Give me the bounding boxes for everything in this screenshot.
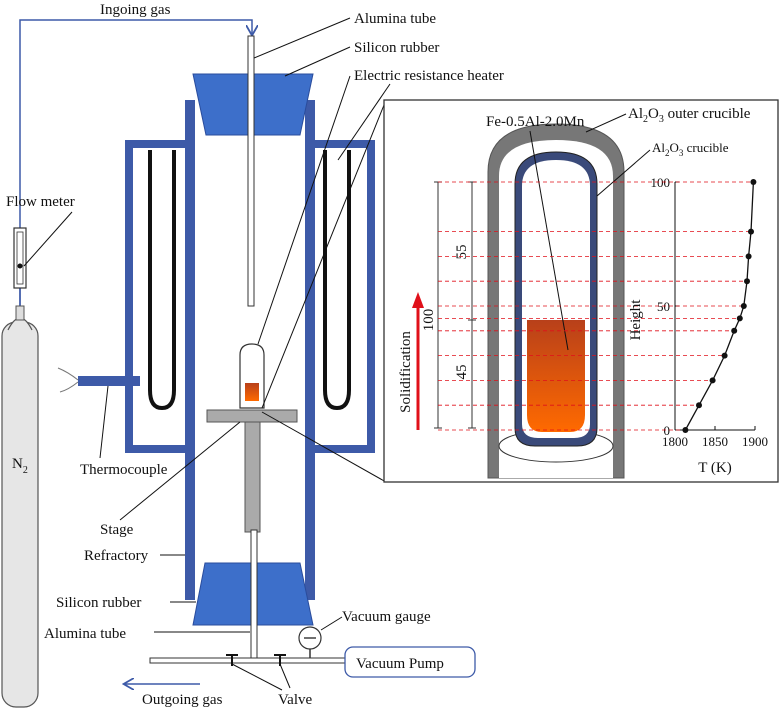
sample-label: Fe-0.5Al-2.0Mn	[486, 114, 585, 130]
refractory-label: Refractory	[84, 548, 149, 564]
silicon-rubber-bottom-label: Silicon rubber	[56, 595, 141, 611]
flow-meter	[13, 227, 27, 289]
vacuum-gauge-label: Vacuum gauge	[342, 609, 431, 625]
solidification-label: Solidification	[398, 331, 414, 413]
n2-cylinder	[1, 305, 39, 708]
heater-elements	[148, 150, 351, 411]
vacuum-pump-label: Vacuum Pump	[356, 656, 444, 672]
chart-y-tick-label: 50	[657, 299, 670, 314]
chart-y-tick-label: 100	[651, 175, 671, 190]
chart-x-tick-label: 1850	[702, 434, 728, 449]
stage-label: Stage	[100, 522, 134, 538]
alumina-tube-bottom	[250, 529, 258, 661]
height-temperature-chart: 0 50 100 1800 1850 1900	[438, 175, 768, 449]
dim-upper-label: 55	[454, 245, 470, 260]
vacuum-pump-box	[344, 646, 476, 678]
silicon-rubber-top-label: Silicon rubber	[354, 40, 439, 56]
alumina-tube-bottom-label: Alumina tube	[44, 626, 126, 642]
chart-point	[740, 303, 747, 309]
inset-connector-bottom	[261, 411, 387, 483]
chart-point	[731, 327, 738, 334]
chart-point	[750, 179, 757, 185]
crucible-leader	[596, 149, 651, 197]
inset-connector-top	[261, 104, 385, 409]
heater-label: Electric resistance heater	[354, 68, 504, 84]
chart-point	[748, 228, 754, 235]
thermocouple-leader	[99, 385, 109, 459]
sample-leader	[529, 130, 569, 351]
chart-point	[696, 402, 702, 409]
flow-meter-label: Flow meter	[6, 194, 75, 210]
vacuum-gauge-leader	[320, 616, 343, 631]
chart-ylabel: Height	[628, 299, 644, 341]
furnace-crucible	[239, 343, 265, 409]
vacuum-gauge	[298, 626, 322, 658]
chart-y-tick-label: 0	[664, 423, 671, 438]
crucible-label: Al2O3 crucible	[652, 140, 729, 158]
outer-crucible-leader	[585, 113, 627, 133]
melt	[527, 320, 585, 432]
valve-leaders	[231, 663, 291, 691]
chart-point	[745, 253, 752, 260]
dim-total-label: 100	[421, 309, 437, 332]
heater-leaders	[257, 75, 391, 345]
flow-meter-leader	[23, 211, 73, 267]
dim-lower-label: 45	[454, 365, 470, 380]
n2-label: N2	[12, 456, 28, 476]
chart-xlabel: T (K)	[698, 460, 731, 476]
gas-feed-line	[19, 19, 252, 314]
ingoing-gas-label: Ingoing gas	[100, 2, 171, 18]
alumina-tube-top	[247, 35, 255, 307]
inner-crucible	[514, 151, 598, 447]
stage-leader	[119, 421, 241, 521]
chart-x-tick-label: 1900	[742, 434, 768, 449]
valve-label: Valve	[278, 692, 312, 708]
chart-x-tick-label: 1800	[662, 434, 688, 449]
furnace-body	[125, 100, 375, 600]
alumina-tube-top-label: Alumina tube	[354, 11, 436, 27]
outgoing-gas-label: Outgoing gas	[142, 692, 223, 708]
solidification-arrow	[412, 292, 424, 430]
chart-point	[709, 377, 716, 384]
stage	[206, 409, 298, 533]
silicon-rubber-top-leader	[284, 46, 351, 77]
thermocouple-label: Thermocouple	[80, 462, 168, 478]
alumina-tube-top-leader	[253, 17, 351, 59]
chart-point	[682, 427, 689, 433]
outlet-pipe	[149, 654, 346, 666]
chart-point	[744, 278, 750, 285]
outer-crucible-label: Al2O3 outer crucible	[628, 106, 751, 125]
chart-point	[721, 352, 728, 359]
chart-point	[736, 315, 743, 322]
thermocouple	[57, 367, 140, 393]
